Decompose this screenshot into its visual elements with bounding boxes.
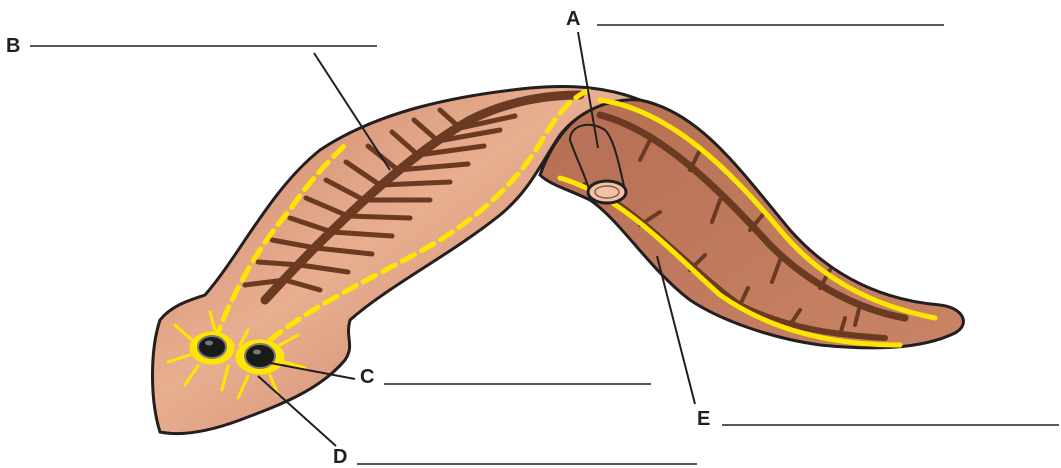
eyespot-left — [197, 335, 227, 359]
label-b-group: B — [6, 35, 391, 171]
labels: A B C D E — [6, 8, 1059, 468]
label-c: C — [360, 366, 374, 388]
label-a-group: A — [566, 8, 944, 149]
label-a: A — [566, 8, 580, 30]
eyespot-right — [244, 343, 276, 369]
gut-main-trunk — [260, 90, 585, 305]
nerve-cord-left — [212, 142, 348, 343]
leader-a — [577, 31, 599, 149]
label-e-group: E — [656, 255, 1059, 430]
label-b: B — [6, 35, 20, 57]
label-d-group: D — [257, 375, 697, 468]
label-c-group: C — [264, 361, 651, 388]
leader-c — [264, 361, 356, 380]
nerve-cord-tail-1 — [597, 97, 938, 321]
leader-e — [656, 255, 696, 405]
leader-b — [313, 52, 391, 171]
label-d: D — [333, 446, 347, 468]
leader-d — [257, 375, 337, 447]
pharynx — [568, 123, 628, 205]
nerve-cord-right — [267, 87, 593, 343]
label-e: E — [697, 408, 710, 430]
